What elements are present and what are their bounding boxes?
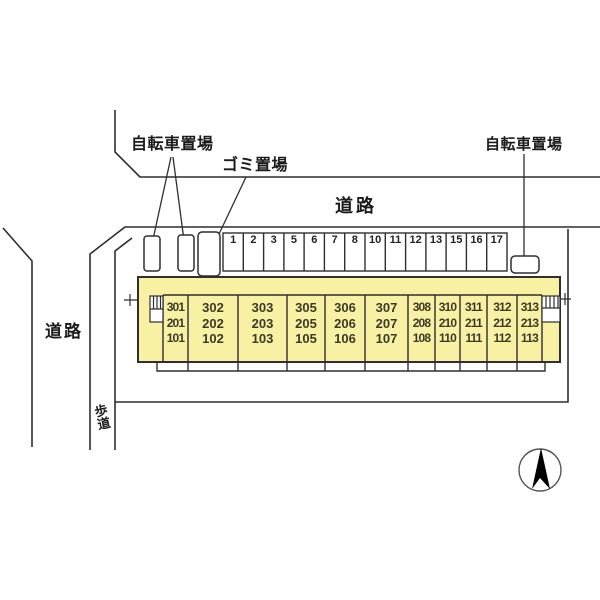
unit-dividers — [162, 295, 543, 362]
unit-column: 311 211 111 — [460, 300, 487, 360]
unit-number: 303 — [251, 300, 274, 315]
unit-number: 212 — [493, 315, 511, 330]
stairwell-right-treads — [542, 296, 560, 309]
parking-stall-numbers: 1 2 3 5 6 7 8 10 11 12 13 15 16 17 — [223, 234, 507, 250]
unit-number: 107 — [375, 331, 398, 346]
unit-column: 305 205 105 — [287, 300, 325, 360]
unit-number: 312 — [493, 300, 511, 314]
unit-number: 310 — [438, 300, 457, 314]
parking-stall-number: 13 — [429, 234, 443, 246]
parking-stall-row — [222, 232, 508, 272]
unit-number: 301 — [166, 300, 185, 314]
parking-stall-number: 17 — [490, 234, 503, 246]
compass-needle — [532, 448, 550, 489]
unit-number: 113 — [521, 331, 539, 345]
road-boundary-lines — [2, 110, 600, 450]
unit-number: 201 — [166, 315, 185, 330]
bicycle-parking-box-right — [510, 255, 540, 274]
parking-stall-number: 11 — [389, 234, 402, 246]
unit-number: 110 — [439, 331, 457, 345]
unit-number: 211 — [465, 315, 483, 330]
parking-stall-number: 3 — [270, 234, 277, 246]
road-top-north-edge — [114, 110, 600, 178]
unit-number: 103 — [251, 331, 274, 346]
unit-number: 308 — [412, 300, 431, 314]
unit-number: 206 — [334, 315, 356, 331]
unit-number: 208 — [412, 315, 431, 330]
bicycle-parking-box-left-2 — [177, 234, 195, 272]
unit-number: 105 — [295, 331, 317, 346]
property-north-edge — [89, 226, 600, 450]
bicycle-parking-box-left-1 — [143, 235, 161, 272]
road-label-top: 道路 — [335, 196, 377, 216]
bicycle-parking-label-right: 自転車置場 — [485, 136, 563, 153]
parking-stall-number: 8 — [351, 234, 358, 246]
parking-stall-number: 16 — [470, 234, 483, 246]
sidewalk-inner-edge — [114, 237, 133, 450]
unit-number: 305 — [295, 300, 317, 315]
compass-circle — [518, 448, 562, 492]
porch-strip — [156, 362, 546, 372]
unit-column: 312 212 112 — [487, 300, 517, 360]
tick-mark-right — [560, 293, 571, 305]
parking-stall-number: 1 — [230, 234, 237, 246]
unit-number: 112 — [493, 331, 512, 345]
unit-column: 301 201 101 — [163, 300, 188, 360]
stairwell-left-treads — [150, 296, 163, 310]
unit-column: 307 207 107 — [365, 300, 408, 360]
building-outline — [137, 276, 561, 363]
tick-mark-left — [124, 294, 138, 306]
road-label-left: 道路 — [45, 322, 83, 341]
unit-number: 203 — [251, 315, 274, 331]
parking-stall-number: 10 — [368, 234, 382, 246]
unit-column: 303 203 103 — [238, 300, 287, 360]
unit-column: 313 213 113 — [517, 300, 542, 360]
stairwell-right — [541, 295, 561, 323]
parking-stall-number: 7 — [331, 234, 338, 246]
garbage-area-label: ゴミ置場 — [222, 157, 289, 174]
unit-number: 313 — [520, 300, 539, 314]
parking-stall-number: 15 — [450, 234, 463, 246]
unit-number: 213 — [520, 315, 539, 330]
leader-bicycle-left-1 — [151, 156, 172, 245]
parking-stall-number: 12 — [409, 234, 422, 246]
bicycle-parking-label-left: 自転車置場 — [131, 136, 214, 153]
unit-number: 111 — [465, 331, 482, 345]
unit-column: 306 206 106 — [325, 300, 365, 360]
building — [124, 276, 571, 372]
unit-number: 207 — [375, 315, 398, 331]
unit-number: 311 — [465, 300, 483, 314]
unit-number: 210 — [438, 315, 457, 330]
unit-column: 302 202 102 — [188, 300, 238, 360]
unit-number: 307 — [375, 300, 398, 315]
leader-bicycle-left-2 — [172, 156, 186, 249]
unit-number: 306 — [334, 300, 356, 315]
unit-number: 205 — [295, 315, 317, 331]
unit-number: 108 — [412, 331, 431, 345]
unit-number: 202 — [202, 315, 224, 331]
unit-column: 308 208 108 — [408, 300, 435, 360]
parking-stall-number: 5 — [290, 234, 298, 246]
unit-number: 102 — [202, 331, 224, 346]
parking-stall-dividers — [242, 233, 488, 271]
unit-column: 310 210 110 — [435, 300, 460, 360]
unit-number: 101 — [166, 331, 185, 345]
road-left-west-edge — [2, 227, 33, 447]
unit-number: 302 — [202, 300, 224, 315]
parking-stall-number: 2 — [250, 234, 257, 246]
parking-stall-number: 6 — [311, 234, 318, 246]
north-compass-icon — [518, 448, 562, 492]
unit-number: 106 — [334, 331, 356, 346]
property-south-east-edge — [115, 229, 569, 403]
garbage-area-box — [197, 231, 221, 277]
small-structures — [143, 231, 540, 277]
